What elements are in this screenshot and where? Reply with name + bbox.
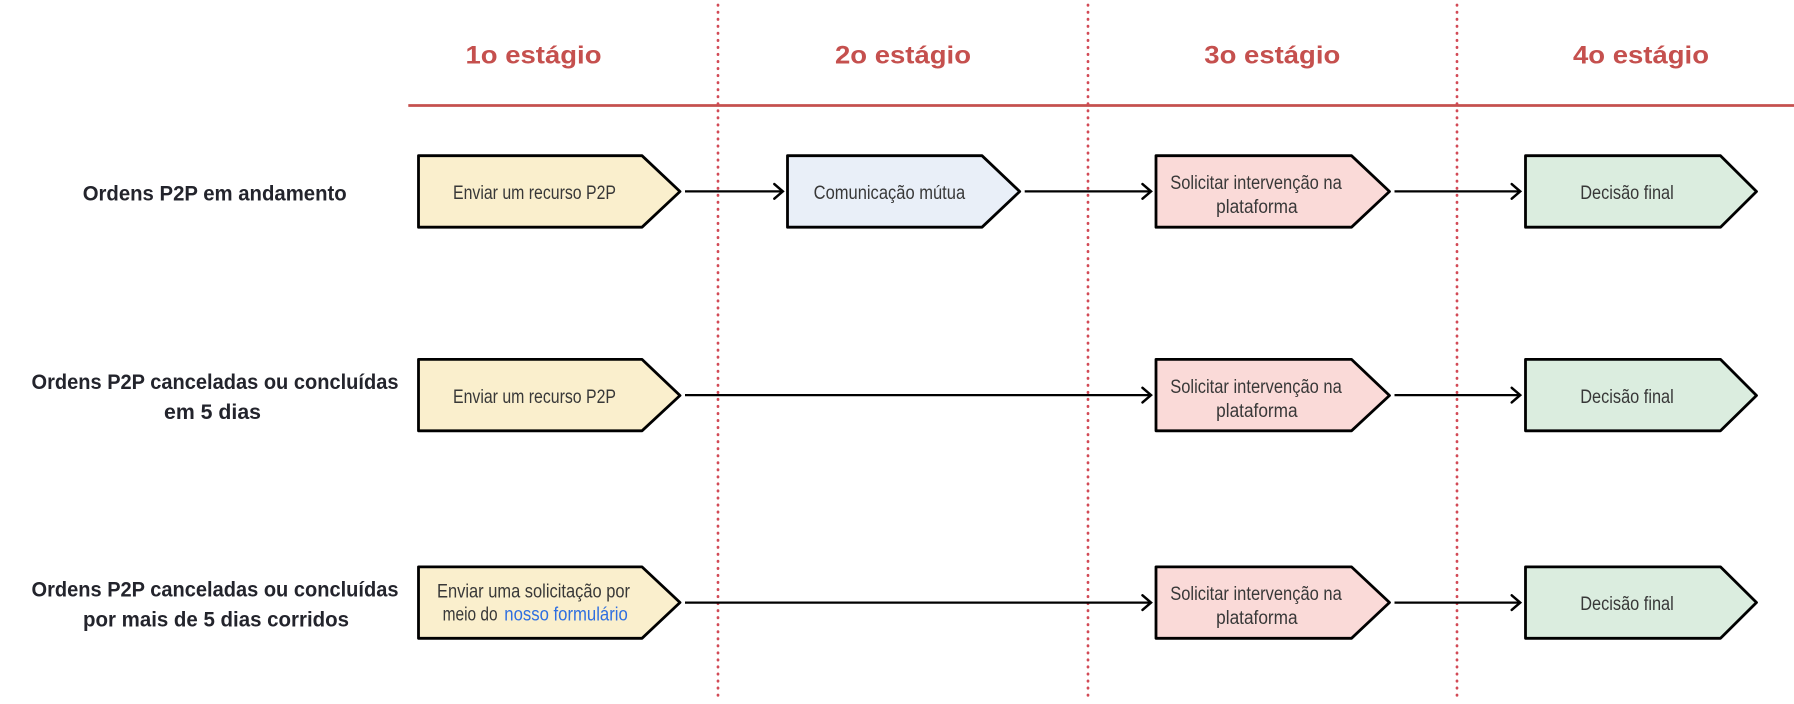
svg-text:3o estágio: 3o estágio [1204,42,1340,70]
svg-text:Enviar um recurso P2P: Enviar um recurso P2P [453,387,616,408]
svg-text:em 5 dias: em 5 dias [164,401,261,424]
svg-text:2o estágio: 2o estágio [835,42,971,70]
svg-text:meio do: meio do [443,605,498,626]
svg-text:plataforma: plataforma [1216,401,1298,422]
svg-text:Ordens P2P canceladas ou concl: Ordens P2P canceladas ou concluídas [32,371,399,394]
svg-text:Decisão final: Decisão final [1580,594,1674,615]
svg-text:Ordens P2P em andamento: Ordens P2P em andamento [83,183,347,206]
svg-text:Solicitar intervenção na: Solicitar intervenção na [1170,377,1342,398]
svg-text:4o estágio: 4o estágio [1573,42,1709,70]
svg-text:Enviar uma solicitação por: Enviar uma solicitação por [437,581,631,602]
svg-text:Comunicação mútua: Comunicação mútua [814,183,966,204]
svg-text:por mais de 5 dias corridos: por mais de 5 dias corridos [83,609,349,632]
svg-text:Solicitar intervenção na: Solicitar intervenção na [1170,173,1342,194]
svg-text:plataforma: plataforma [1216,197,1298,218]
svg-text:nosso formulário: nosso formulário [504,605,628,626]
svg-text:Decisão final: Decisão final [1580,387,1674,408]
svg-text:Ordens P2P canceladas ou concl: Ordens P2P canceladas ou concluídas [32,579,399,602]
svg-text:1o estágio: 1o estágio [466,42,602,70]
svg-text:Enviar um recurso P2P: Enviar um recurso P2P [453,183,616,204]
svg-text:plataforma: plataforma [1216,608,1298,629]
svg-text:Solicitar intervenção na: Solicitar intervenção na [1170,584,1342,605]
svg-text:Decisão final: Decisão final [1580,183,1674,204]
